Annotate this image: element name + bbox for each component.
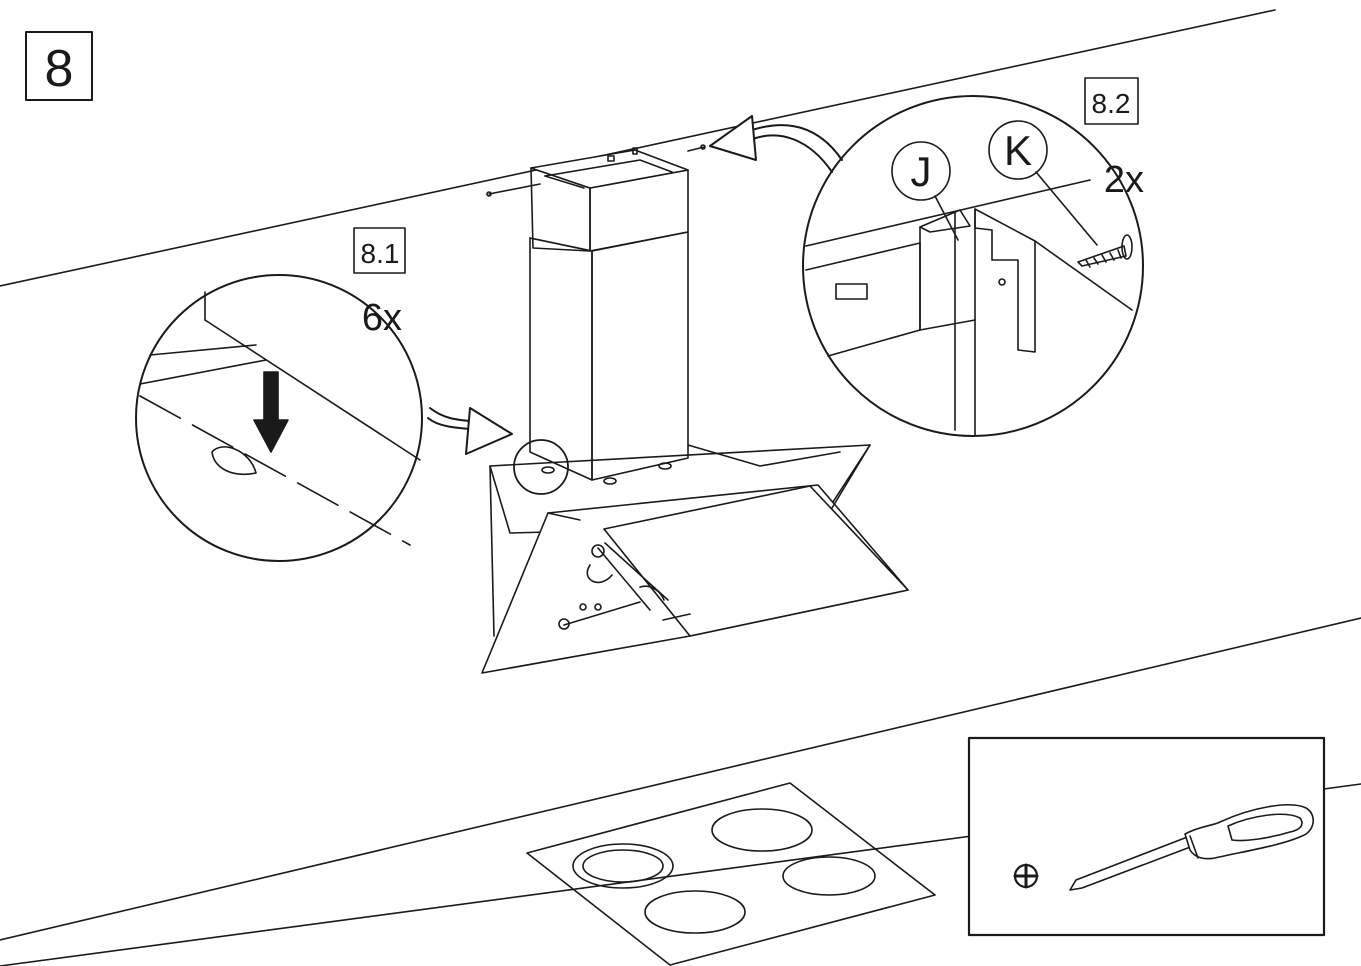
detail-8-2: 8.2 J K 2x: [709, 77, 1144, 437]
part-j-marker: [891, 141, 951, 201]
detail-8-1: 8.1 6x: [135, 227, 513, 562]
detail-8-2-label: 8.2: [1092, 88, 1131, 119]
step-number-box: 8: [25, 31, 93, 101]
phillips-bit-icon: [1013, 863, 1039, 889]
part-k-marker: [988, 120, 1048, 180]
detail-8-1-label: 8.1: [361, 238, 400, 269]
top-screws: [486, 144, 706, 197]
cooktop: [526, 782, 936, 966]
chimney-lower: [529, 231, 689, 485]
screw-k: [1077, 234, 1133, 268]
step-number: 8: [45, 40, 74, 98]
detail-marker-8-1: [513, 439, 569, 495]
chimney-upper: [530, 147, 689, 252]
hood-body: [481, 444, 909, 674]
phillips-screwdriver-icon: [1069, 804, 1314, 891]
part-k-label: K: [1004, 127, 1032, 174]
hinge-mechanism: [558, 542, 691, 630]
part-j-label: J: [911, 148, 932, 195]
tool-panel: [967, 736, 1326, 937]
detail-8-2-quantity: 2x: [1104, 159, 1144, 201]
